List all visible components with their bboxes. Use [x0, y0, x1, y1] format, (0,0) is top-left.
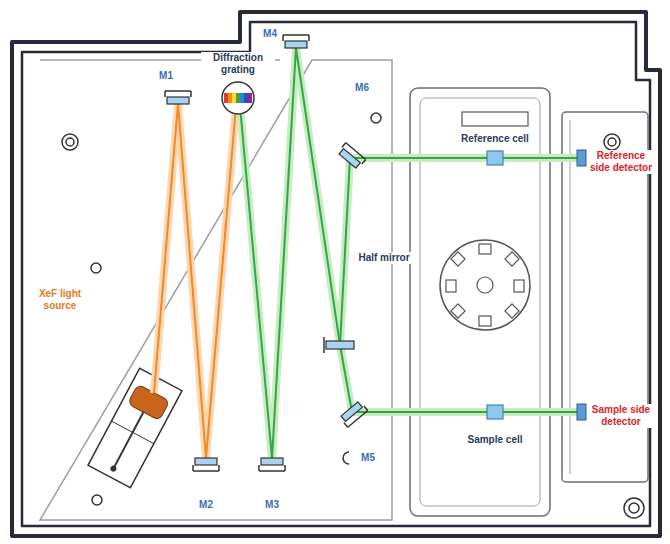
cell-turret — [440, 240, 530, 330]
sample-compartment — [410, 88, 550, 516]
detector-label: Sample side detector — [587, 404, 655, 428]
diffraction-grating — [222, 82, 254, 114]
clip — [343, 452, 349, 464]
detector-label: Reference side detector — [587, 150, 655, 174]
source-label: XeF light source — [26, 288, 94, 312]
cell-holder — [462, 112, 528, 126]
light-beams — [154, 48, 578, 458]
mirrors — [165, 35, 368, 471]
housing-outline — [12, 12, 660, 536]
mirror-label: M4 — [261, 28, 279, 40]
mirror-label: M1 — [157, 70, 175, 82]
mirror-label: M3 — [263, 499, 281, 511]
xef-lamp — [88, 368, 182, 488]
screws — [62, 113, 644, 518]
cuvettes — [487, 151, 503, 419]
detector-rail — [570, 120, 571, 474]
mirror-label: M6 — [353, 82, 371, 94]
part-label: Diffraction grating — [201, 52, 275, 76]
mirror-label: M2 — [197, 499, 215, 511]
part-label: Reference cell — [459, 133, 531, 145]
part-label: Half mirror — [356, 252, 411, 264]
housing-inner-outline — [22, 22, 650, 526]
detectors — [577, 150, 586, 420]
mirror-label: M5 — [359, 452, 377, 464]
part-label: Sample cell — [465, 434, 524, 446]
